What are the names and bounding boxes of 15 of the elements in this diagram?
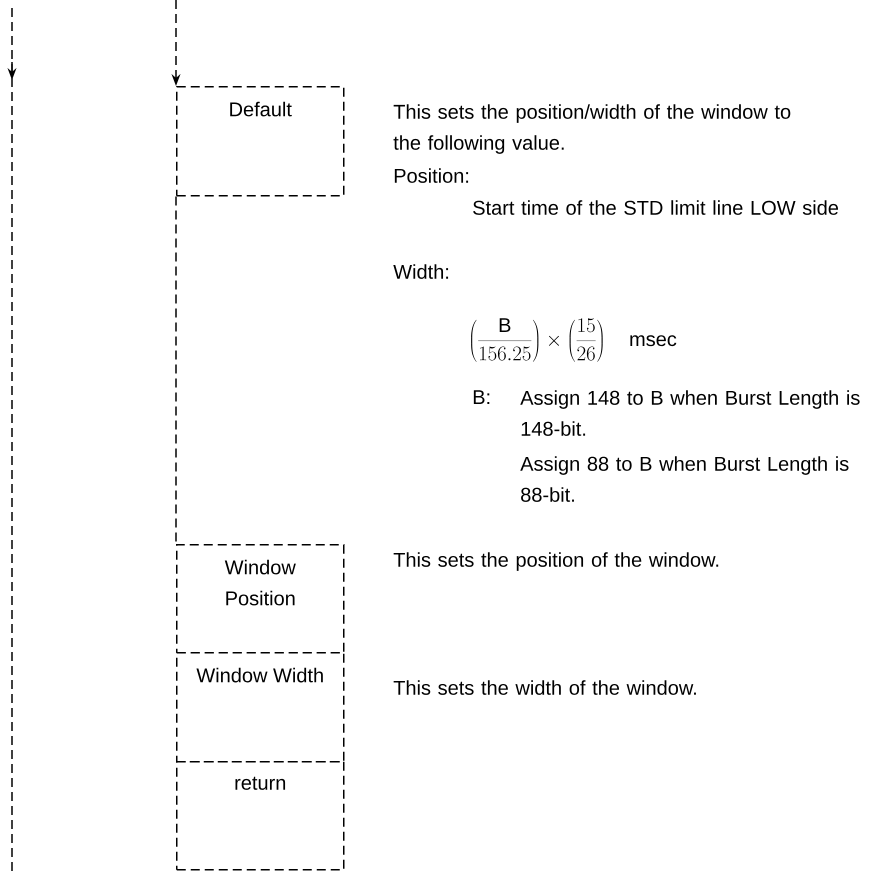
description-text: Start time of the STD limit line LOW side: [473, 200, 838, 215]
process-box: Window Width: [176, 652, 344, 762]
connector: [175, 196, 177, 544]
description-text: This sets the width of the window.: [394, 680, 696, 695]
process-box: return: [176, 761, 344, 871]
process-box: Default: [176, 86, 344, 196]
description-text: Assign 148 to B when Burst Length is 148-bit.: [520, 390, 860, 436]
description-text: B:: [474, 390, 490, 404]
formula: $\left(\frac{\mathrm{B}}{156.25}\right) \times \left(\frac{15}{26}\right) \quad \mathrm{msec}$: [471, 318, 676, 362]
description-text: Assign 88 to B when Burst Length is 88-bit.: [520, 456, 848, 502]
process-box: Window Position: [176, 544, 344, 654]
description-text: Width:: [393, 264, 448, 279]
description-text: This sets the position/width of the window to the following value.: [394, 104, 790, 154]
description-text: This sets the position of the window.: [394, 552, 718, 571]
description-text: Position:: [394, 168, 468, 183]
